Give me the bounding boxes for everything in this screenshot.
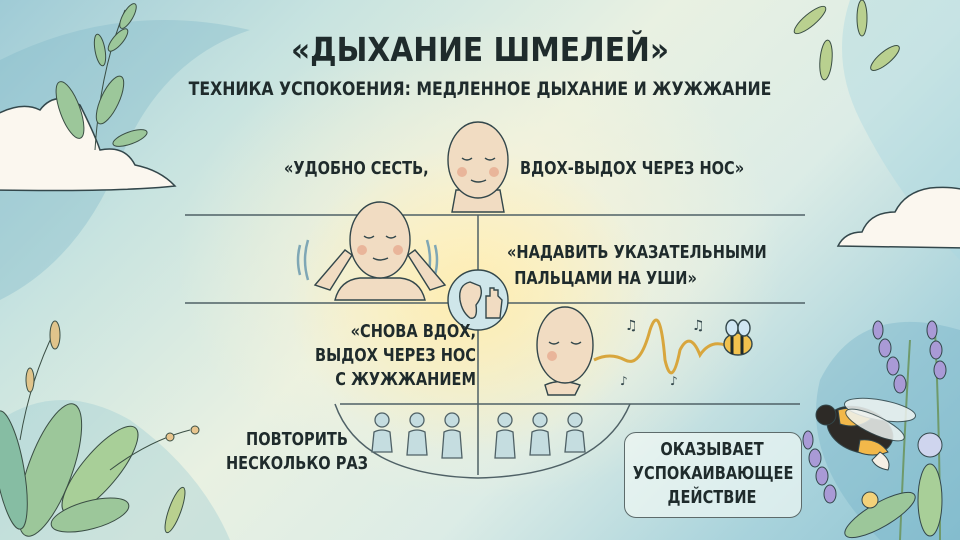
step-4-line-1: ПОВТОРИТЬ [246,429,348,450]
svg-text:♪: ♪ [620,374,628,388]
cloud-left-icon [0,97,177,192]
effect-line-2: УСПОКАИВАЮЩЕЕ [632,463,794,484]
leaves-top-left-icon [55,3,148,151]
humming-bee-icon: ♫ ♫ ♪ ♪ [536,306,753,396]
effect-line-1: ОКАЗЫВАЕТ [660,439,764,460]
effect-line-3: ДЕЙСТВИЕ [667,487,757,508]
step-2-line-1: «НАДАВИТЬ УКАЗАТЕЛЬНЫМИ [507,242,767,263]
step-3-line-2: ВЫДОХ ЧЕРЕЗ НОС [315,345,476,366]
cloud-right-icon [836,186,960,249]
svg-text:♫: ♫ [625,318,638,334]
step-1-text-left: «УДОБНО СЕСТЬ, [284,158,429,179]
fingers-in-ears-icon [296,201,447,301]
ear-and-hand-icon [447,269,509,331]
step-3-line-1: «СНОВА ВДОХ, [350,321,476,342]
svg-text:♫: ♫ [692,318,705,334]
leaves-top-right-icon [793,0,900,81]
step-1-text-right: ВДОХ-ВЫДОХ ЧЕРЕЗ НОС» [520,158,745,179]
people-row-icon [371,412,586,459]
calm-face-icon [447,121,509,213]
plants-bottom-left-icon [0,320,200,537]
step-4-text: ПОВТОРИТЬ НЕСКОЛЬКО РАЗ [221,428,374,476]
effect-callout-text: ОКАЗЫВАЕТ УСПОКАИВАЮЩЕЕ ДЕЙСТВИЕ [632,438,794,510]
lavender-bumblebee-icon [802,320,947,540]
page-title: «ДЫХАНИЕ ШМЕЛЕЙ» [290,30,670,69]
step-2-text: «НАДАВИТЬ УКАЗАТЕЛЬНЫМИ ПАЛЬЦАМИ НА УШИ» [507,240,767,292]
svg-text:♪: ♪ [670,374,678,388]
step-3-line-3: С ЖУЖЖАНИЕМ [335,369,476,390]
step-grid [185,214,805,479]
page-subtitle: ТЕХНИКА УСПОКОЕНИЯ: МЕДЛЕННОЕ ДЫХАНИЕ И … [188,78,772,100]
step-2-line-2: ПАЛЬЦАМИ НА УШИ» [514,268,697,289]
effect-callout-box [624,432,802,518]
step-3-text: «СНОВА ВДОХ, ВЫДОХ ЧЕРЕЗ НОС С ЖУЖЖАНИЕМ [305,320,476,392]
step-4-line-2: НЕСКОЛЬКО РАЗ [225,453,369,474]
